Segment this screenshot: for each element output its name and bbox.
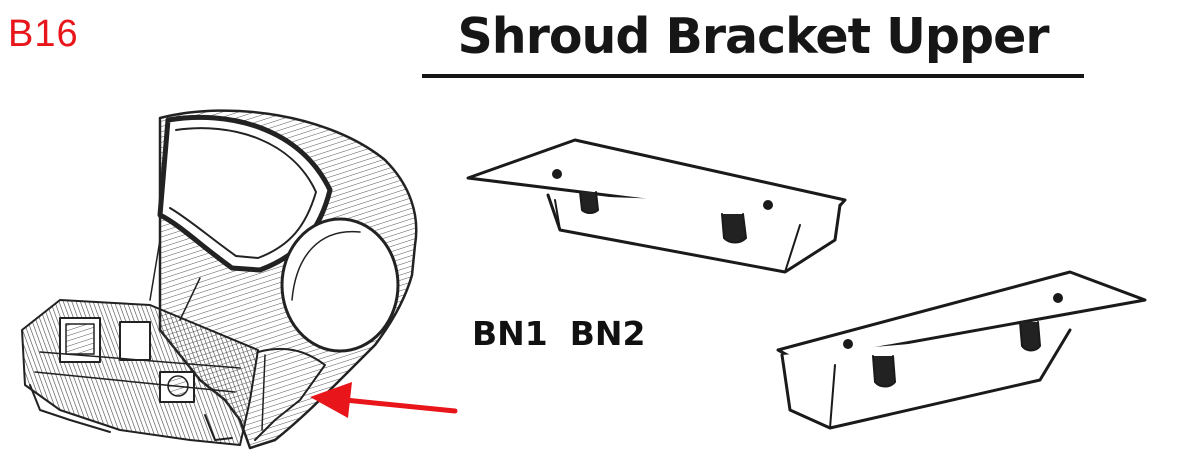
page-title: Shroud Bracket Upper: [457, 8, 1050, 65]
diagram-code: B16: [8, 13, 79, 55]
car-body-illustration: [21, 109, 418, 450]
shroud-bracket-illustration-1: [466, 138, 847, 274]
title-underline: [422, 74, 1084, 78]
part-code-bn1: BN1: [472, 314, 548, 353]
part-code-bn2: BN2: [569, 314, 646, 353]
shroud-bracket-illustration-2: [776, 270, 1147, 430]
red-arrow-icon: [310, 382, 458, 418]
part-codes: BN1 BN2: [472, 314, 645, 354]
